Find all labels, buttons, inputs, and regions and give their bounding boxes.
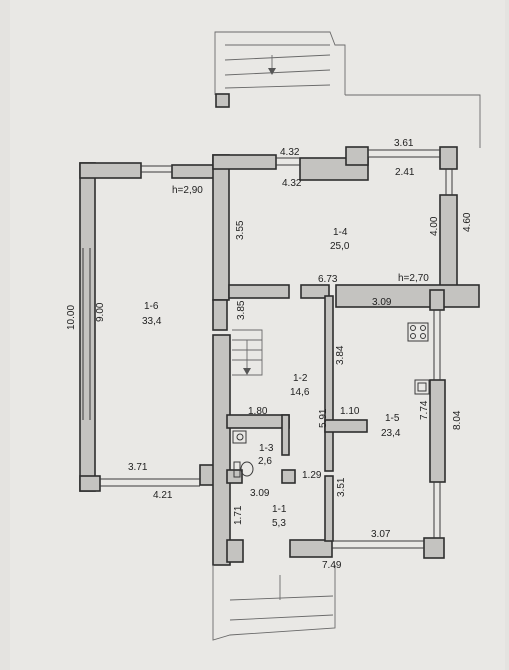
porch-top	[214, 31, 481, 148]
dim-3-51: 3.51	[336, 477, 347, 497]
dim-2-41: 2.41	[395, 167, 415, 178]
dim-4-21: 4.21	[153, 490, 173, 501]
dim-3-84: 3.84	[335, 345, 346, 365]
dim-8-04: 8.04	[452, 410, 463, 430]
room-id-1-4: 1-4	[333, 227, 348, 238]
height-label-1-6: h=2,90	[172, 185, 203, 196]
room-labels: 1-6 33,4 1-4 25,0 1-2 14,6 1-5 23,4 1-3 …	[142, 227, 401, 529]
height-label-1-4: h=2,70	[398, 273, 429, 284]
dim-1-80: 1.80	[248, 406, 268, 417]
dim-5-91: 5.91	[318, 408, 329, 428]
room-area-1-2: 14,6	[290, 387, 310, 398]
dim-6-73: 6.73	[318, 274, 338, 285]
kitchen-fixtures	[407, 322, 430, 395]
dim-10-00: 10.00	[66, 305, 77, 330]
dim-1-29: 1.29	[302, 470, 322, 481]
dim-1-71: 1.71	[233, 505, 244, 525]
windows	[82, 149, 453, 549]
dim-4-32-inner: 4.32	[282, 178, 302, 189]
room-area-1-1: 5,3	[272, 518, 286, 529]
dimension-labels: 4.32 4.32 3.61 2.41 3.55 4.00 4.60 6.73 …	[66, 138, 473, 571]
room-area-1-4: 25,0	[330, 241, 350, 252]
dim-3-07: 3.07	[371, 529, 391, 540]
walls	[79, 146, 480, 566]
room-area-1-6: 33,4	[142, 316, 162, 327]
room-area-1-3: 2,6	[258, 456, 272, 467]
porch-bottom	[212, 565, 336, 641]
room-id-1-3: 1-3	[259, 443, 274, 454]
room-id-1-6: 1-6	[144, 301, 159, 312]
room-id-1-2: 1-2	[293, 373, 308, 384]
staircase	[232, 329, 263, 376]
dim-1-10: 1.10	[340, 406, 360, 417]
dim-3-61: 3.61	[394, 138, 414, 149]
dim-3-09-top: 3.09	[372, 297, 392, 308]
dim-3-85: 3.85	[236, 300, 247, 320]
room-area-1-5: 23,4	[381, 428, 401, 439]
bathroom-fixtures	[232, 430, 254, 478]
dim-4-00: 4.00	[429, 216, 440, 236]
room-id-1-5: 1-5	[385, 413, 400, 424]
dim-4-32-top: 4.32	[280, 147, 300, 158]
dim-9-00: 9.00	[95, 302, 106, 322]
dim-7-74: 7.74	[419, 400, 430, 420]
room-id-1-1: 1-1	[272, 504, 287, 515]
dim-7-49: 7.49	[322, 560, 342, 571]
dim-3-55: 3.55	[235, 220, 246, 240]
dim-4-60: 4.60	[462, 212, 473, 232]
dim-3-09-bottom: 3.09	[250, 488, 270, 499]
dim-3-71: 3.71	[128, 462, 148, 473]
